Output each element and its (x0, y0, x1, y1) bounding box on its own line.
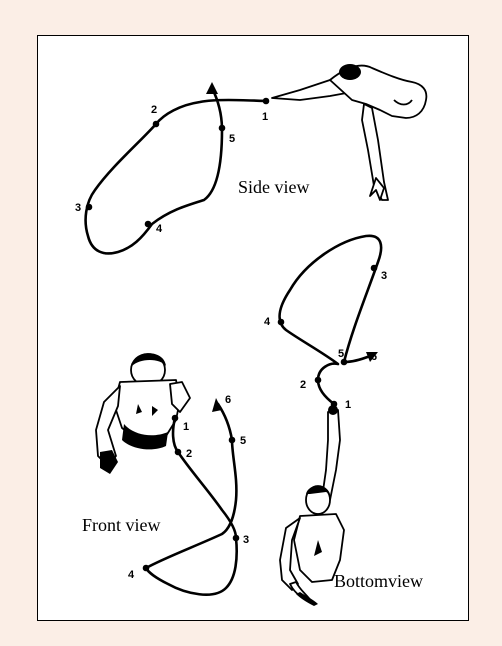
side-point-1 (263, 98, 270, 105)
side-point-5-label: 5 (229, 133, 235, 145)
bottom-view: 1 2 3 4 5 6 Bottomview (264, 236, 423, 606)
side-point-2 (153, 121, 160, 128)
side-point-3-label: 3 (75, 202, 81, 214)
front-view-swimmer (96, 353, 190, 474)
front-point-1-label: 1 (183, 421, 189, 433)
side-view-arrowhead (206, 82, 218, 94)
side-view-trajectory (86, 88, 266, 253)
side-view: 1 2 3 4 5 Side view (75, 64, 426, 253)
bottom-point-3-label: 3 (381, 270, 387, 282)
bottom-point-1 (331, 401, 338, 408)
side-point-4 (145, 221, 152, 228)
front-point-3-label: 3 (243, 534, 249, 546)
front-view-label: Front view (82, 515, 161, 535)
side-view-label: Side view (238, 177, 310, 197)
front-point-2 (175, 449, 182, 456)
bottom-point-2-label: 2 (300, 379, 306, 391)
bottom-view-trajectory (280, 236, 382, 404)
bottom-point-3 (371, 265, 378, 272)
front-point-4 (143, 565, 150, 572)
front-view: 1 2 3 4 5 6 Front view (82, 353, 249, 594)
bottom-view-label: Bottomview (334, 571, 423, 591)
bottom-point-5-label: 5 (338, 348, 344, 360)
front-point-3 (233, 535, 240, 542)
side-point-4-label: 4 (156, 223, 163, 235)
bottom-point-2 (315, 377, 322, 384)
front-point-5-label: 5 (240, 435, 246, 447)
side-point-3 (86, 204, 93, 211)
front-view-arrowhead (212, 398, 222, 412)
bottom-point-4-label: 4 (264, 316, 271, 328)
side-point-1-label: 1 (262, 111, 268, 123)
front-point-5 (229, 437, 236, 444)
front-point-2-label: 2 (186, 448, 192, 460)
bottom-point-6-label: 6 (371, 351, 377, 363)
side-point-2-label: 2 (151, 104, 157, 116)
front-point-6-label: 6 (225, 394, 231, 406)
front-point-1 (172, 415, 179, 422)
bottom-point-1-label: 1 (345, 399, 351, 411)
side-point-5 (219, 125, 226, 132)
bottom-point-4 (278, 319, 285, 326)
front-point-4-label: 4 (128, 569, 135, 581)
